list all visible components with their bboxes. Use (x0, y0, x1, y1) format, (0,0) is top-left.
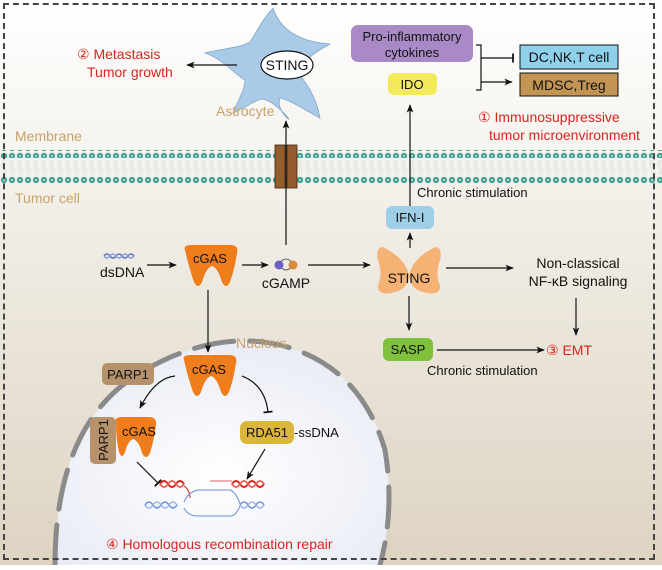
cgas-nucleus-shape (183, 355, 237, 396)
dc-nk-t-label: DC,NK,T cell (529, 49, 610, 65)
cytokines-label: cytokines (385, 45, 440, 60)
cgas-bound-label: cGAS (122, 424, 156, 439)
nucleus-label: Nucleus (236, 335, 287, 351)
inhibit-hr-repair (136, 461, 162, 487)
immunosuppressive-label: ① Immunosuppressive (478, 109, 620, 125)
ifn-box (386, 206, 434, 229)
astrocyte-label: Astrocyte (216, 103, 275, 119)
cgas-bound-shape (115, 417, 157, 457)
parp1-box-side (90, 417, 116, 464)
ifn-label: IFN-I (396, 210, 425, 225)
membrane-inner-layer (0, 175, 662, 183)
ssdna-label: -ssDNA (294, 425, 339, 440)
astrocyte-sting-label: STING (266, 57, 309, 73)
ido-box (388, 73, 437, 95)
nfkb-line2: NF-κB signaling (529, 273, 628, 289)
cgas-cytoplasm-shape (184, 245, 238, 286)
astrocyte-sting-oval (260, 50, 314, 80)
dna-recombination-icon (144, 480, 265, 517)
sasp-box (383, 338, 433, 361)
metastasis-label: ② Metastasis (77, 46, 160, 62)
mdsc-treg-label: MDSC,Treg (532, 77, 605, 93)
membrane-outer-layer (0, 150, 662, 158)
arrow-cgas-to-parp1-complex (139, 375, 176, 409)
emt-label: ③ EMT (546, 342, 592, 358)
membrane-channel (274, 144, 298, 189)
hr-repair-label: ④ Homologous recombination repair (106, 536, 333, 552)
dsdna-label: dsDNA (100, 264, 145, 280)
parp1-side-label: PARP1 (96, 419, 111, 461)
sasp-label: SASP (391, 342, 426, 357)
tumor-growth-label: Tumor growth (87, 64, 173, 80)
parp1-box-top (102, 363, 154, 385)
cgamp-molecule-icon (274, 258, 298, 271)
cgas-cytoplasm-label: cGAS (193, 251, 227, 266)
sting-label: STING (388, 270, 431, 286)
membrane-label: Membrane (15, 128, 82, 144)
dsdna-helix-icon (103, 253, 135, 259)
nucleus (52, 338, 392, 568)
parp1-top-label: PARP1 (107, 367, 149, 382)
inhibit-rad51 (241, 375, 273, 414)
bracket (476, 44, 482, 91)
nfkb-line1: Non-classical (536, 255, 619, 271)
tumor-microenvironment-label: tumor microenvironment (489, 127, 640, 143)
arrow-rad51-to-dna (246, 448, 266, 480)
cgas-nucleus-label: cGAS (192, 362, 226, 377)
rad51-label: RDA51 (246, 425, 288, 440)
ido-label: IDO (400, 77, 423, 92)
chronic-stimulation-top: Chronic stimulation (417, 185, 528, 200)
tumor-cell-label: Tumor cell (15, 190, 80, 206)
chronic-stimulation-bottom: Chronic stimulation (427, 363, 538, 378)
cgamp-label: cGAMP (262, 275, 310, 291)
sting-dimer-shape (377, 247, 441, 294)
rad51-box (240, 421, 294, 444)
pro-inflammatory-box (351, 25, 473, 62)
mdsc-treg-box (519, 72, 619, 97)
pro-inflammatory-label: Pro-inflammatory (363, 29, 462, 44)
lipid-tails (0, 160, 662, 174)
cell-membrane (0, 150, 662, 183)
dc-nk-t-box (519, 44, 619, 70)
